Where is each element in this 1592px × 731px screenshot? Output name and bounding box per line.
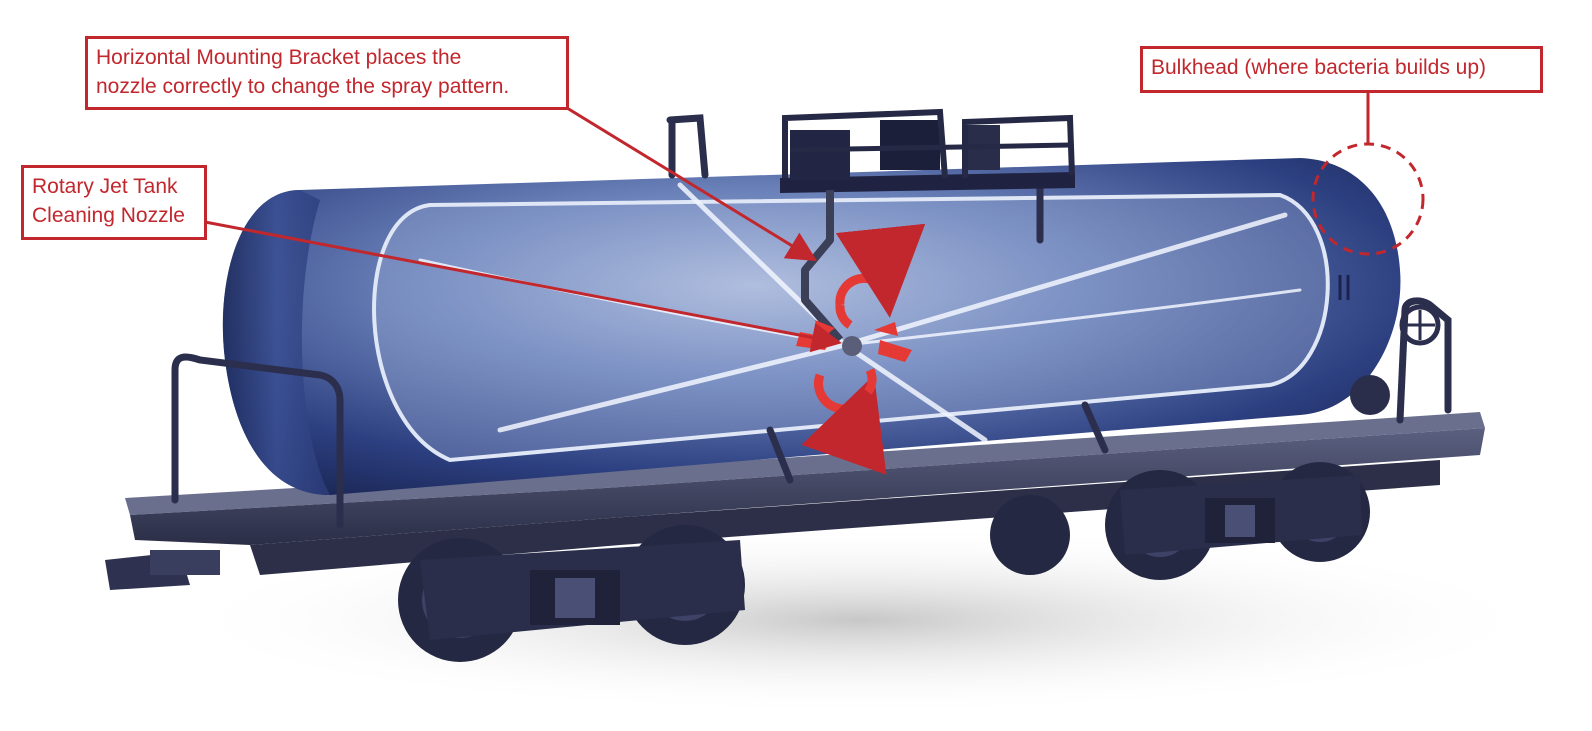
rotation-arrow-icon <box>801 223 926 475</box>
leader-lines <box>204 93 1370 353</box>
front-truck <box>398 525 745 662</box>
callout-nozzle-line-2: Cleaning Nozzle <box>32 204 185 227</box>
handrails <box>171 114 1452 529</box>
nozzle-icon <box>842 336 862 356</box>
callout-bulkhead: Bulkhead (where bacteria builds up) <box>1140 46 1543 93</box>
leader-bracket <box>566 106 818 262</box>
callout-bracket-line-1: Horizontal Mounting Bracket places the <box>96 46 462 69</box>
callout-bracket-line-2: nozzle correctly to change the spray pat… <box>96 75 510 98</box>
rear-truck <box>990 462 1370 580</box>
brake-wheel <box>1350 304 1441 415</box>
callout-mounting-bracket: Horizontal Mounting Bracket places the n… <box>85 36 569 110</box>
callout-rotary-nozzle: Rotary Jet Tank Cleaning Nozzle <box>21 165 207 240</box>
cutaway-outline <box>372 192 1330 463</box>
leader-nozzle <box>204 220 842 353</box>
callout-nozzle-line-1: Rotary Jet Tank <box>32 175 178 198</box>
mounting-bracket-pipe <box>801 190 844 343</box>
callout-bulkhead-line-1: Bulkhead (where bacteria builds up) <box>1151 56 1487 79</box>
top-platform <box>780 108 1075 193</box>
